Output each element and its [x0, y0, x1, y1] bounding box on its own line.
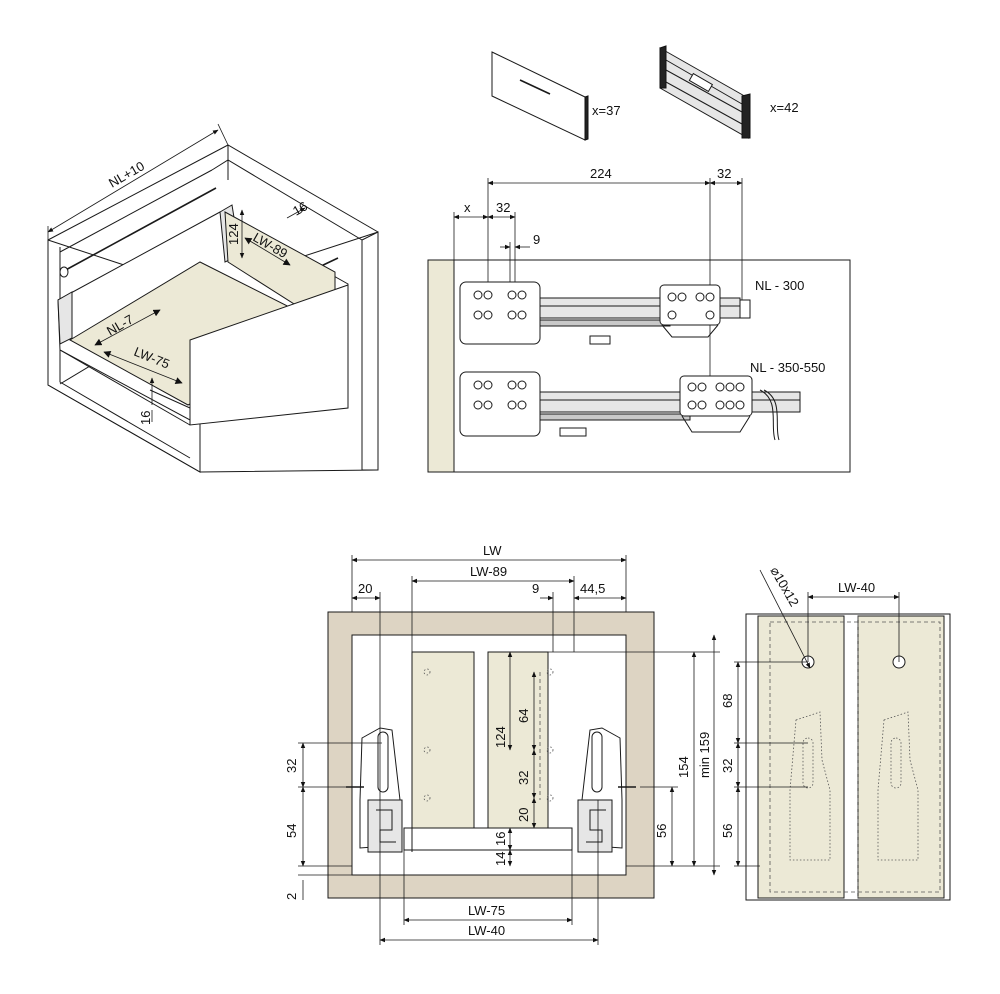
label-lw-75: LW-75 — [468, 903, 505, 918]
label-lw-40-plan: LW-40 — [838, 580, 875, 595]
label-lw-89: LW-89 — [470, 564, 507, 579]
label-16-bottom: 16 — [138, 411, 153, 425]
label-56-front: 56 — [654, 824, 669, 838]
label-56-plan: 56 — [720, 824, 735, 838]
label-nl-plus-10: NL+10 — [106, 158, 147, 190]
plan-panel-left — [757, 615, 845, 899]
label-lw-40: LW-40 — [468, 923, 505, 938]
front-section-view: LW LW-89 20 9 44,5 32 54 2 64 124 32 20 … — [284, 543, 720, 945]
label-32-right: 32 — [717, 166, 731, 181]
label-2: 2 — [284, 893, 299, 900]
label-154: 154 — [676, 756, 691, 778]
label-32-front: 32 — [284, 759, 299, 773]
label-x: x — [464, 200, 471, 215]
plan-view: ⌀10x12 LW-40 68 32 56 — [720, 564, 951, 901]
label-20b-front: 20 — [516, 808, 531, 822]
label-54: 54 — [284, 824, 299, 838]
label-32b-front: 32 — [516, 771, 531, 785]
label-9-front: 9 — [532, 581, 539, 596]
label-16-front: 16 — [493, 832, 508, 846]
label-64: 64 — [516, 709, 531, 723]
label-124-front: 124 — [493, 726, 508, 748]
label-hole-10x12: ⌀10x12 — [767, 564, 802, 609]
isometric-cabinet-view: NL+10 NL-7 LW-75 LW-89 124 16 16 — [47, 123, 379, 473]
panel-front — [491, 51, 586, 141]
label-x-37: x=37 — [592, 103, 621, 118]
label-224: 224 — [590, 166, 612, 181]
front-options: x=37 x=42 — [491, 45, 799, 141]
label-20: 20 — [358, 581, 372, 596]
label-124: 124 — [226, 223, 241, 245]
runner-nl-350-550 — [459, 371, 801, 441]
label-14: 14 — [493, 852, 508, 866]
label-x-42: x=42 — [770, 100, 799, 115]
label-9: 9 — [533, 232, 540, 247]
label-min-159: min 159 — [697, 732, 712, 778]
label-lw: LW — [483, 543, 502, 558]
label-32-left: 32 — [496, 200, 510, 215]
label-16-top: 16 — [290, 198, 310, 218]
side-view: x 32 224 32 9 NL - 300 — [427, 166, 851, 473]
label-32-plan: 32 — [720, 759, 735, 773]
drawer-side-left — [411, 651, 475, 829]
label-44-5: 44,5 — [580, 581, 605, 596]
label-nl-300: NL - 300 — [755, 278, 804, 293]
rail-front — [659, 47, 749, 139]
runner-nl-300 — [459, 281, 751, 345]
drawer-side-right — [487, 651, 549, 829]
label-68: 68 — [720, 694, 735, 708]
label-nl-350-550: NL - 350-550 — [750, 360, 825, 375]
drawer-front — [189, 284, 349, 426]
